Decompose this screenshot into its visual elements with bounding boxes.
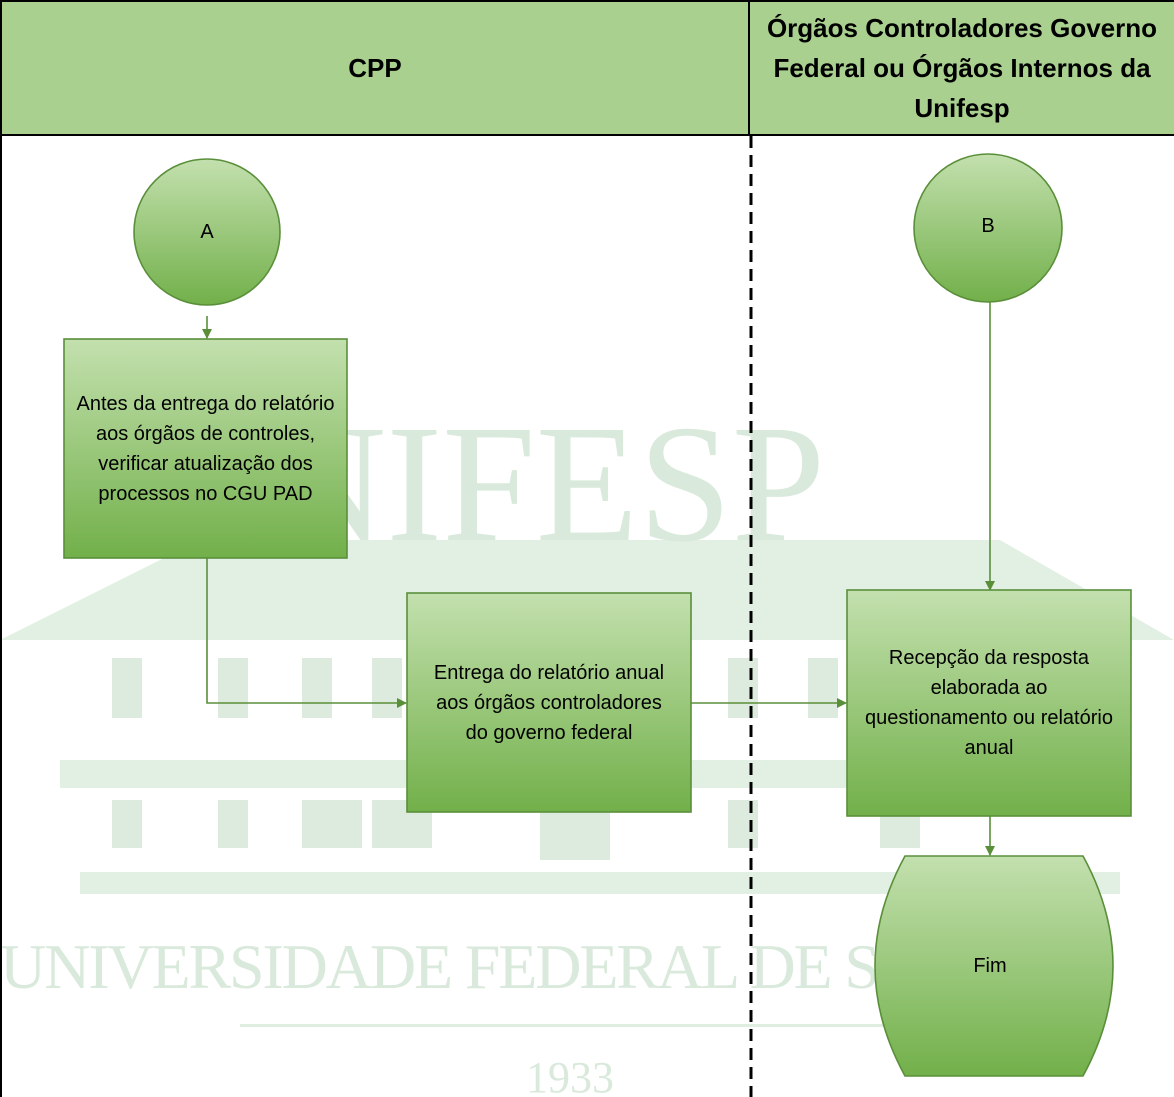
lane-title-orgaos: Órgãos Controladores Governo Federal ou … xyxy=(766,13,1158,123)
end-terminator xyxy=(874,855,1114,1077)
flow-connectors xyxy=(202,296,995,856)
step-deliver-label: Entrega do relatório anual aos órgãos co… xyxy=(433,661,665,744)
watermark-name: NIFESP xyxy=(265,391,825,577)
watermark-year: 1933 xyxy=(526,1053,614,1097)
watermark-institution: UNIVERSIDADE FEDERAL DE S xyxy=(0,931,880,1002)
connector-a-circle xyxy=(133,158,281,306)
arrow-check-to-deliver xyxy=(206,558,407,708)
connector-a-label: A xyxy=(200,221,214,243)
step-check-label: Antes da entrega do relatório aos órgãos… xyxy=(76,392,335,505)
lane-title-cpp: CPP xyxy=(348,53,402,83)
watermark-building xyxy=(0,540,1174,894)
end-label: Fim xyxy=(973,955,1007,977)
step-deliver-box xyxy=(406,592,692,813)
connector-b-label: B xyxy=(981,215,995,237)
step-receive-label: Recepção da resposta elaborada ao questi… xyxy=(865,647,1113,759)
lane-header-orgaos: Órgãos Controladores Governo Federal ou … xyxy=(750,0,1174,136)
watermark-rule xyxy=(240,1024,890,1027)
step-receive-box xyxy=(846,589,1132,817)
lane-left-border xyxy=(0,136,2,1097)
step-check-box xyxy=(63,338,348,559)
lane-header-cpp: CPP xyxy=(0,0,750,136)
connector-b-circle xyxy=(913,153,1063,303)
